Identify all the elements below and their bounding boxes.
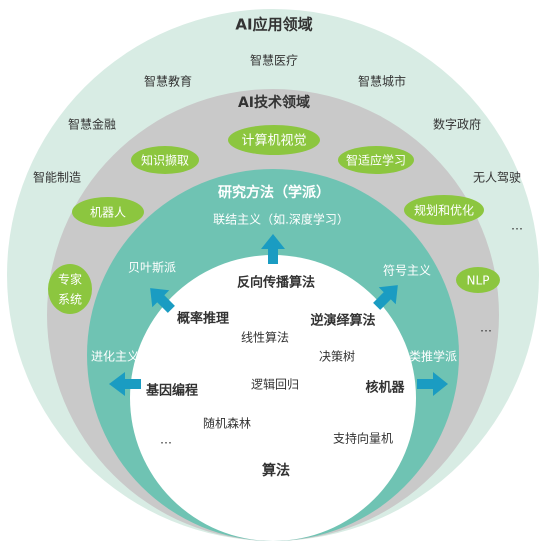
arrow-up-right-icon xyxy=(373,285,398,310)
tech-pill-adaptive-learning: 智适应学习 xyxy=(338,146,414,174)
application-area: 数字政府 xyxy=(433,117,481,132)
tech-pill-planning-optimization: 规划和优化 xyxy=(404,195,484,225)
tech-area-label: 计算机视觉 xyxy=(241,134,306,149)
school-label: 贝叶斯派 xyxy=(128,261,176,275)
tech-pill-expert-system: 专家 系统 xyxy=(48,264,92,314)
school-label: 联结主义（如.深度学习） xyxy=(213,212,349,227)
algorithm-label: 逻辑回归 xyxy=(251,378,299,392)
application-area: 智慧金融 xyxy=(68,117,116,132)
algorithm-ellipsis: … xyxy=(160,433,172,447)
algorithm-label: 反向传播算法 xyxy=(237,275,315,291)
algorithm-label: 随机森林 xyxy=(203,416,251,431)
application-area: 智慧教育 xyxy=(144,74,192,89)
arrow-up-icon xyxy=(261,234,285,264)
algorithm-label: 概率推理 xyxy=(177,311,229,327)
application-ring-title: AI应用领域 xyxy=(235,16,312,34)
application-area: 无人驾驶 xyxy=(473,170,521,185)
school-label: 进化主义 xyxy=(91,350,139,364)
algorithm-label: 决策树 xyxy=(319,349,355,364)
algorithm-label: 逆演绎算法 xyxy=(310,313,375,329)
algorithm-label: 支持向量机 xyxy=(333,431,393,446)
arrow-right-icon xyxy=(417,372,448,396)
algorithm-label: 基因编程 xyxy=(145,383,198,399)
tech-pill-nlp: NLP xyxy=(456,267,500,293)
tech-area-label: NLP xyxy=(467,274,490,288)
tech-area-label: 智适应学习 xyxy=(346,153,406,168)
tech-pill-robot: 机器人 xyxy=(72,197,144,227)
algorithm-label: 线性算法 xyxy=(241,330,289,345)
arrow-left-icon xyxy=(109,372,141,396)
school-label: 类推学派 xyxy=(409,349,457,364)
tech-area-label: 系统 xyxy=(58,293,82,307)
arrow-up-left-icon xyxy=(150,288,175,313)
application-area-ellipsis: … xyxy=(511,219,523,233)
tech-ring-title: AI技术领域 xyxy=(238,94,310,111)
application-area: 智慧城市 xyxy=(358,74,406,89)
application-area-ellipsis: … xyxy=(480,321,492,335)
algorithms-core xyxy=(130,255,416,541)
application-area: 智慧医疗 xyxy=(250,53,298,68)
algorithm-label: 核机器 xyxy=(365,380,405,396)
tech-area-label: 机器人 xyxy=(90,206,126,220)
tech-area-label: 知识撷取 xyxy=(141,154,189,168)
tech-area-label: 专家 xyxy=(58,272,82,287)
tech-pill-computer-vision: 计算机视觉 xyxy=(228,125,320,155)
methods-ring-title: 研究方法（学派） xyxy=(218,184,330,201)
tech-pill-knowledge-capture: 知识撷取 xyxy=(131,146,199,174)
school-label: 符号主义 xyxy=(383,263,431,278)
algorithms-title: 算法 xyxy=(262,462,290,479)
application-area: 智能制造 xyxy=(33,170,81,185)
tech-area-label: 规划和优化 xyxy=(414,203,474,218)
